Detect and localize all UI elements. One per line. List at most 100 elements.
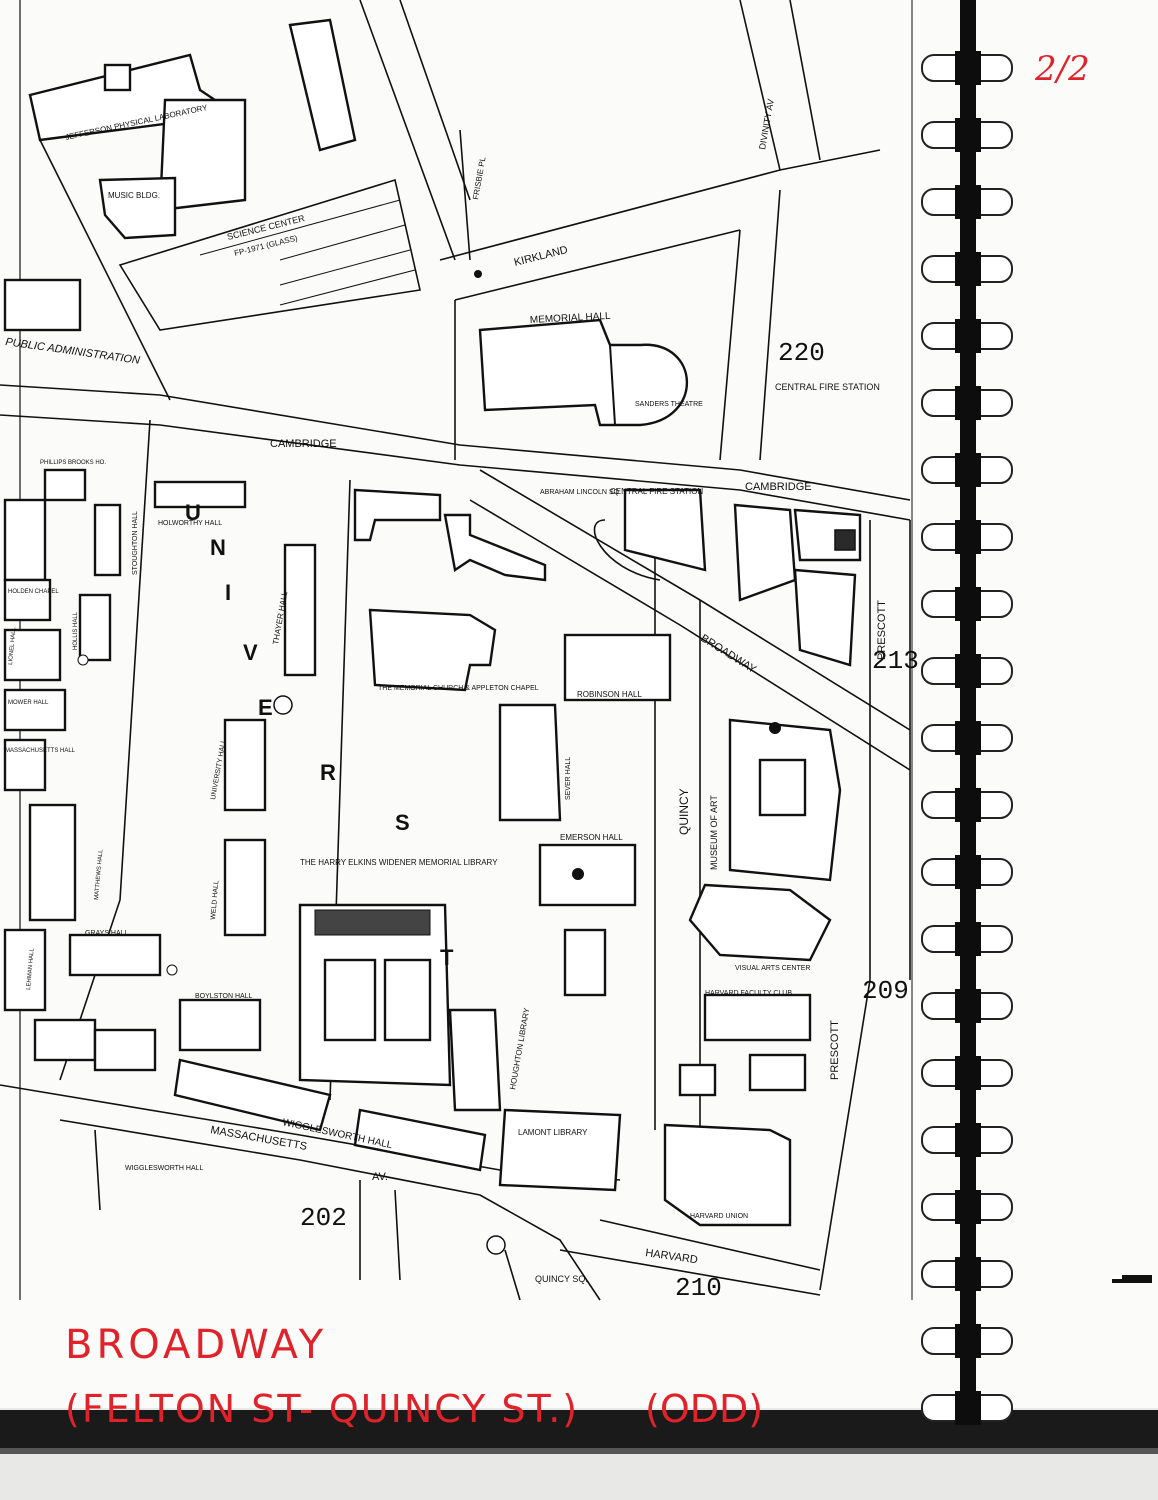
label-mower: MOWER HALL — [8, 700, 49, 706]
oxford-street-edge — [359, 0, 456, 261]
binding-hole — [955, 788, 981, 822]
hydrant-marker-1 — [572, 868, 584, 880]
memorial-hall-transept — [609, 344, 616, 426]
label-emerson: EMERSON HALL — [560, 833, 623, 842]
lehman-hall-footprint — [3, 928, 47, 1012]
cambridge-street-south-edge — [0, 414, 911, 521]
label-visual-arts: VISUAL ARTS CENTER — [735, 965, 810, 972]
handwritten-broadway: BROADWAY — [65, 1322, 327, 1368]
divinity-ave-edge-2 — [789, 0, 821, 161]
label-prescott-north: PRESCOTT — [876, 600, 888, 660]
binding-hole — [955, 654, 981, 688]
label-lamont: LAMONT LIBRARY — [518, 1128, 588, 1137]
hydrant-marker-3 — [474, 270, 482, 278]
broadway-south-edge — [469, 499, 911, 771]
binding-hole — [955, 118, 981, 152]
label-massachusetts-hall: MASSACHUSETTS HALL — [5, 748, 76, 754]
west-dorm-footprint — [3, 498, 47, 582]
spiral-binding — [921, 0, 1013, 1425]
label-lionel: LIONEL HALL — [8, 626, 17, 665]
label-faculty-club: HARVARD FACULTY CLUB — [705, 990, 792, 997]
letter-s: S — [395, 810, 410, 835]
faculty-club-footprint — [703, 993, 812, 1042]
museum-courtyard — [758, 758, 807, 817]
holworthy-hall-footprint — [153, 480, 247, 509]
memorial-delta-edge-2 — [759, 189, 781, 461]
oxford-street-edge-2 — [399, 0, 471, 201]
harvard-union-footprint — [663, 1123, 792, 1227]
cambridge-street-north-edge — [0, 384, 911, 501]
massachusetts-hall-footprint — [3, 738, 47, 792]
label-sanders: SANDERS THEATRE — [635, 401, 703, 408]
binding-hole — [955, 1190, 981, 1224]
label-museum: MUSEUM OF ART — [709, 795, 719, 870]
binding-hole — [955, 989, 981, 1023]
lionel-hall-footprint — [3, 628, 62, 682]
binding-hole — [955, 1123, 981, 1157]
rt-building-footprint — [353, 488, 442, 542]
widener-court-2 — [383, 958, 432, 1042]
label-music: MUSIC BLDG. — [108, 191, 160, 200]
thayer-hall-footprint — [283, 543, 317, 677]
kirkland-north-edge — [439, 149, 881, 261]
plympton-edge-2 — [394, 1189, 401, 1281]
binding-hole — [955, 520, 981, 554]
handwritten-odd: (ODD) — [645, 1387, 763, 1431]
rt-building-wing — [443, 513, 547, 582]
label-university-letters: U N I V E R S T — [185, 500, 454, 970]
label-prescott-south: PRESCOTT — [829, 1020, 841, 1080]
scan-edge-line — [0, 1448, 1158, 1454]
label-holden: HOLDEN CHAPEL — [8, 589, 59, 595]
science-center-outline — [118, 178, 421, 331]
sever-hall-footprint — [498, 703, 562, 822]
robinson-hall-footprint — [563, 633, 672, 702]
binding-hole — [955, 1391, 981, 1425]
label-union: HARVARD UNION — [690, 1213, 748, 1220]
boylston-hall-footprint — [178, 998, 262, 1052]
label-stoughton: STOUGHTON HALL — [132, 511, 139, 575]
sheet-number-220: 220 — [778, 338, 825, 368]
letter-t: T — [440, 945, 454, 970]
page-marker-2-of-2: 2/2 — [1034, 49, 1090, 89]
binding-hole — [955, 922, 981, 956]
letter-e: E — [258, 695, 273, 720]
memorial-hall-footprint — [478, 318, 688, 427]
lincoln-sq-curve — [593, 519, 661, 581]
harvard-street-north-edge — [599, 1219, 821, 1271]
lamont-library-footprint — [498, 1108, 622, 1192]
frisbie-edge — [459, 129, 471, 261]
binding-hole — [955, 386, 981, 420]
label-matthews: MATTHEWS HALL — [94, 849, 104, 901]
sheet-number-209: 209 — [862, 976, 909, 1006]
label-wigglesworth-lower: WIGGLESWORTH HALL — [125, 1165, 204, 1172]
label-public-admin: PUBLIC ADMINISTRATION — [5, 336, 141, 367]
handwritten-annotations: 2/2 BROADWAY (FELTON ST- QUINCY ST.) (OD… — [65, 49, 1090, 1431]
memorial-delta-edge — [719, 229, 741, 461]
buildings-layer — [3, 18, 862, 1227]
binding-hole — [955, 721, 981, 755]
science-center-wing-4 — [279, 269, 416, 306]
binding-hole — [955, 453, 981, 487]
kirkland-south-edge — [454, 229, 741, 301]
label-robinson: ROBINSON HALL — [577, 690, 642, 699]
small-office-footprint — [678, 1063, 717, 1097]
public-admin-footprint — [3, 278, 82, 332]
binding-hole — [955, 1257, 981, 1291]
divinity-ave-edge — [739, 0, 781, 171]
binding-rings — [921, 51, 1013, 1425]
label-broadway: BROADWAY — [698, 632, 758, 676]
label-weld: WELD HALL — [210, 880, 220, 920]
ta-marker-1 — [273, 695, 293, 715]
houghton-library-footprint — [448, 1008, 502, 1112]
hydrant-marker-4 — [77, 654, 89, 666]
label-hollis: HOLLIS HALL — [73, 611, 79, 650]
binding-hole — [955, 1324, 981, 1358]
binding-hole — [955, 51, 981, 85]
east-block-c — [793, 568, 857, 667]
wadsworth-house-footprint — [33, 1018, 97, 1062]
wigglesworth-strip-1 — [173, 1058, 332, 1132]
label-harvard-street: HARVARD — [645, 1247, 699, 1266]
science-center-wing-1 — [199, 199, 401, 256]
letter-i: I — [225, 580, 231, 605]
